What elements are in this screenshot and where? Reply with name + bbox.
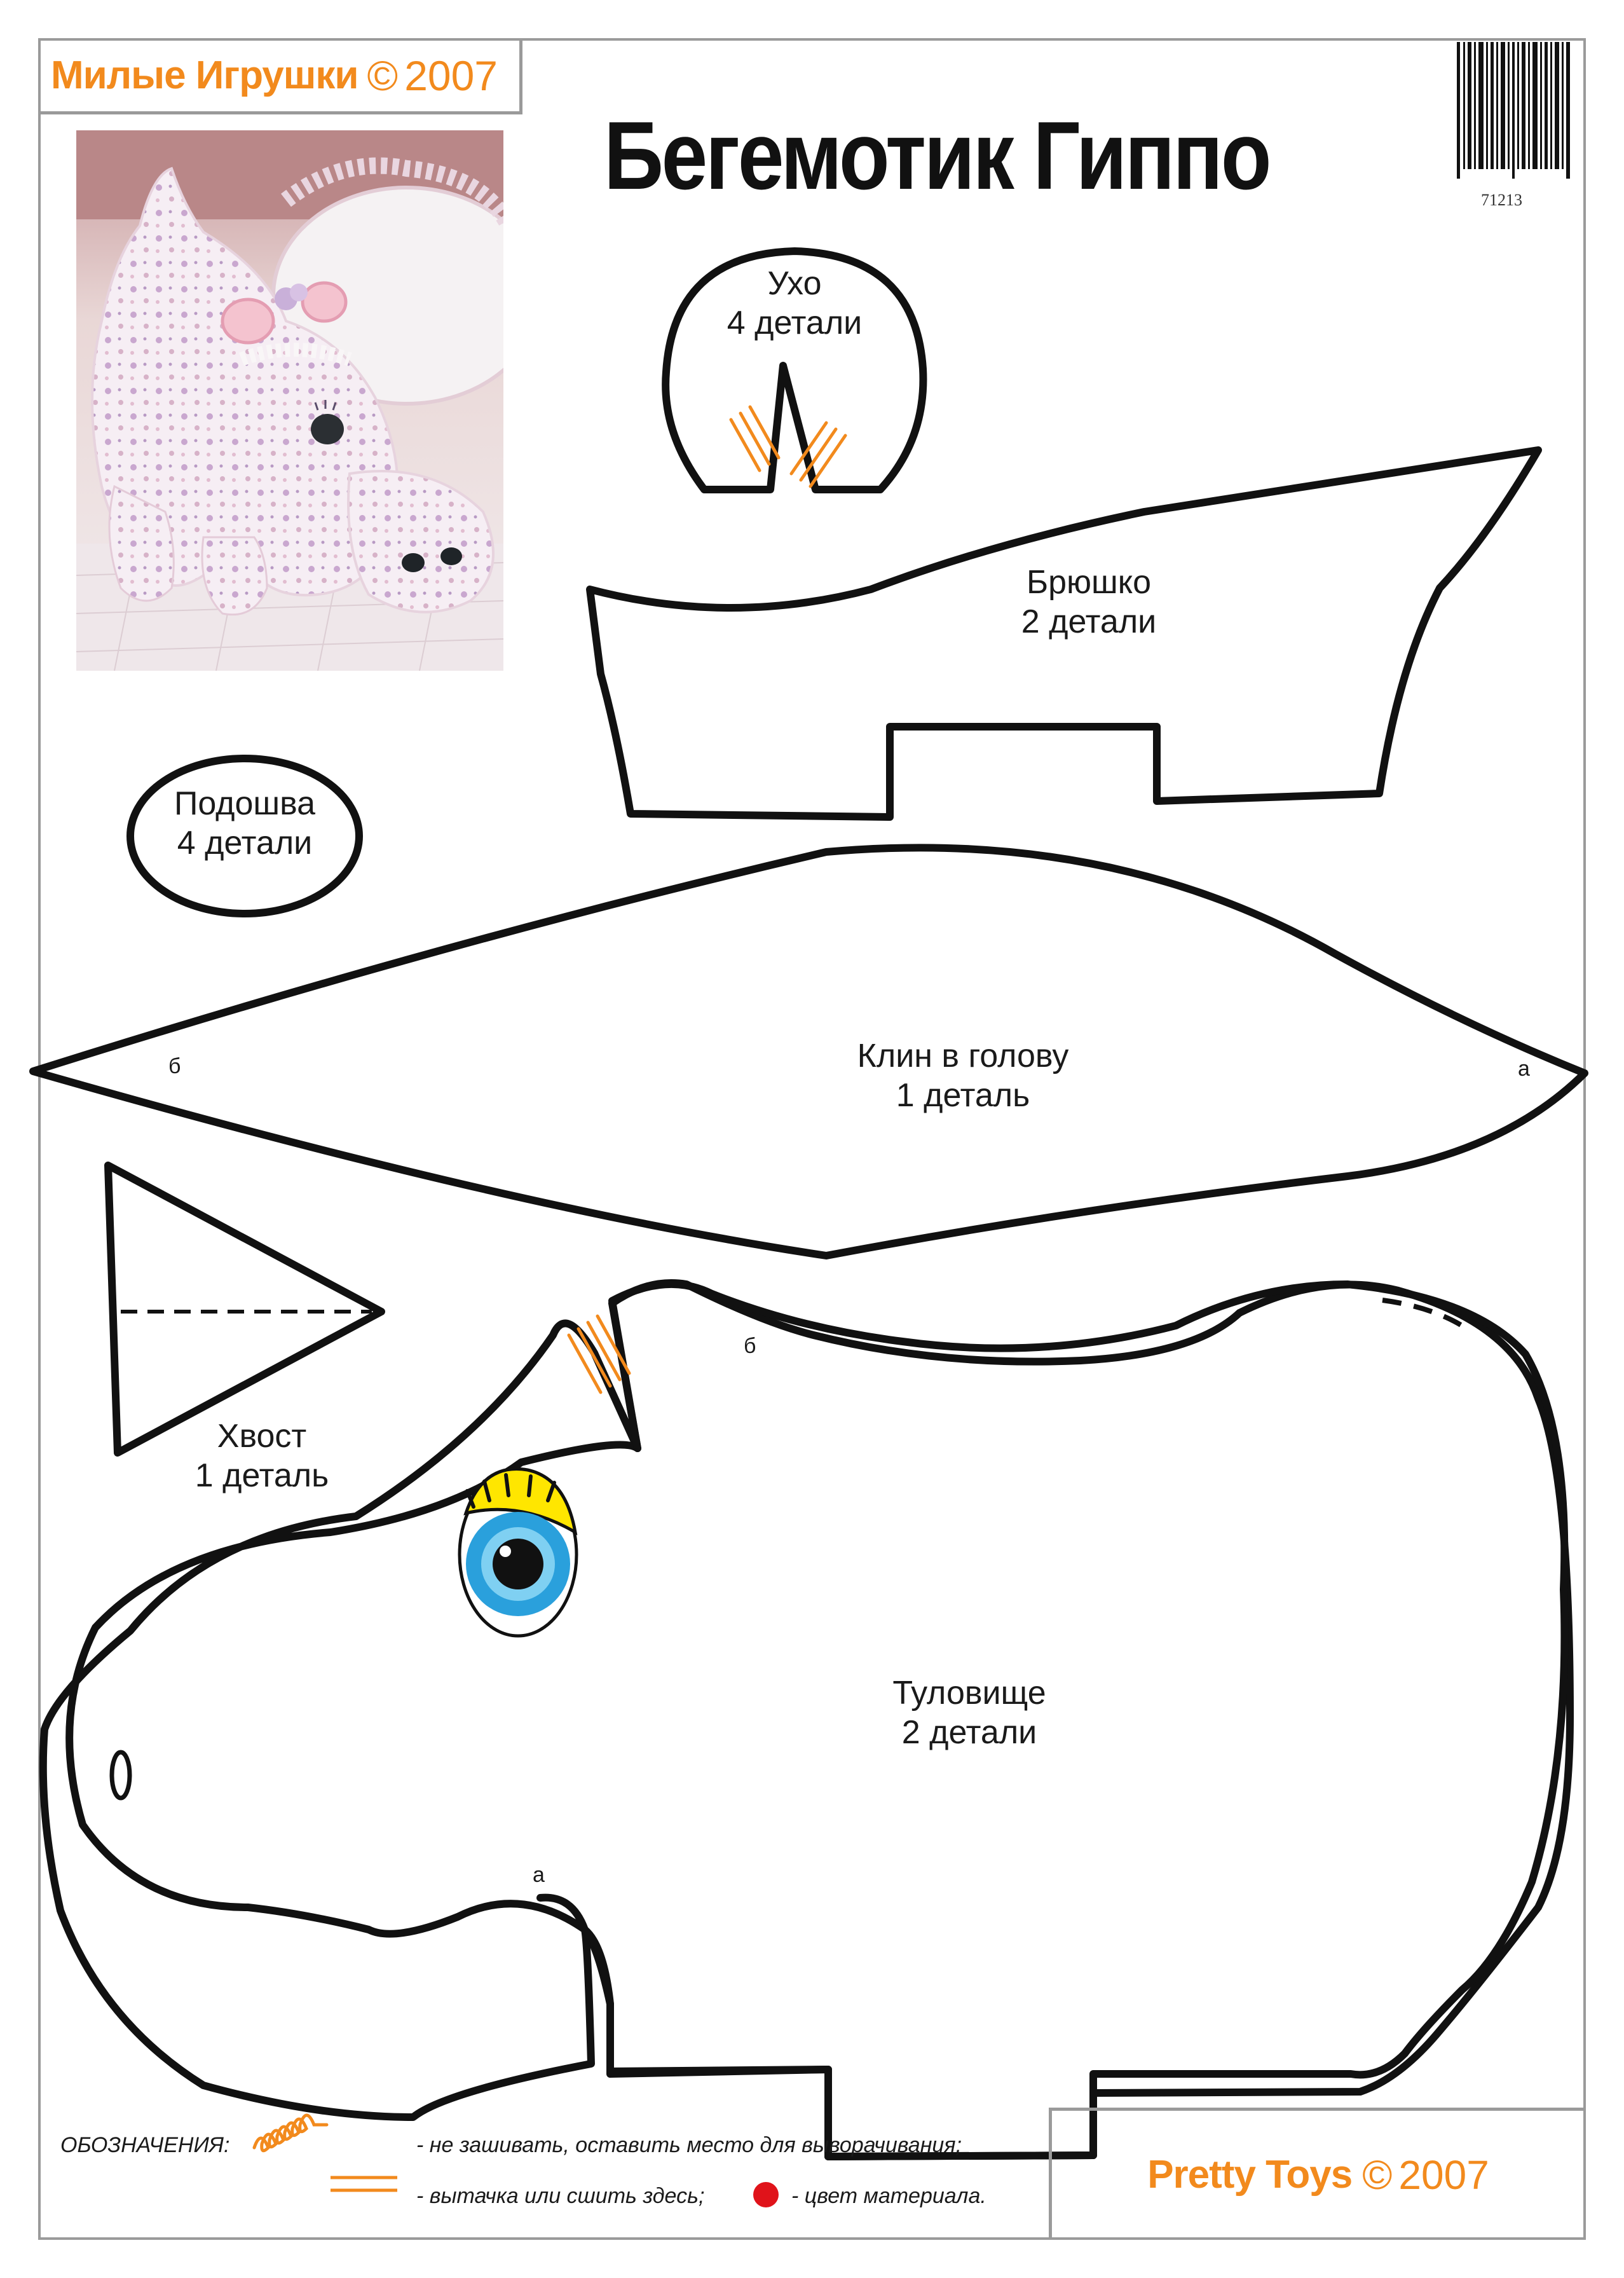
ear-piece-outline — [662, 247, 927, 493]
eye-icon — [458, 1467, 578, 1638]
ear-label: Ухо 4 детали — [727, 264, 862, 343]
body-piece-main — [536, 1279, 1574, 2160]
footer-brand-name: Pretty Toys — [1147, 2153, 1353, 2197]
brand-name: Милые Игрушки — [51, 53, 359, 97]
belly-name: Брюшко — [1026, 564, 1152, 601]
body-name: Туловище — [892, 1675, 1046, 1712]
belly-piece-outline — [586, 446, 1542, 821]
belly-count: 2 детали — [1021, 603, 1157, 640]
ear-name: Ухо — [767, 265, 822, 302]
footer-brand: Pretty Toys © 2007 — [1049, 2108, 1585, 2239]
footer-copyright-symbol: © — [1362, 2151, 1393, 2198]
body-piece-contour — [582, 1280, 1569, 2160]
ear-count: 4 детали — [727, 305, 863, 341]
copyright-symbol: © — [367, 51, 399, 99]
legend-leave-open: - не зашивать, оставить место для вывора… — [416, 2133, 962, 2157]
sole-count: 4 детали — [177, 825, 313, 861]
body-mark-a: а — [533, 1863, 545, 1887]
body-piece-outline — [39, 1319, 641, 2121]
barcode-icon — [1457, 42, 1570, 179]
head-gusset-name: Клин в голову — [857, 1038, 1069, 1074]
legend-fabric-color: - цвет материала. — [791, 2184, 986, 2208]
body-tail-mark — [1382, 1298, 1464, 1328]
tail-piece-outline — [104, 1162, 385, 1457]
belly-label: Брюшко 2 детали — [1021, 563, 1156, 642]
sole-name: Подошва — [174, 785, 316, 822]
body-count: 2 детали — [901, 1714, 1037, 1751]
page-frame — [38, 38, 1586, 2240]
plush-hippo-photo — [76, 130, 503, 671]
body-mark-b: б — [744, 1334, 756, 1358]
brand-year: 2007 — [404, 51, 498, 99]
page-title: Бегемотик Гиппо — [604, 102, 1272, 210]
body-label: Туловище 2 детали — [892, 1673, 1046, 1752]
head-gusset-outline — [29, 844, 1588, 1259]
legend-loop-icon — [252, 2113, 329, 2153]
tail-label: Хвост 1 деталь — [195, 1417, 329, 1495]
footer-year: 2007 — [1398, 2151, 1489, 2198]
nostril-mark — [109, 1750, 132, 1801]
head-gusset-mark-a: а — [1518, 1057, 1530, 1081]
tail-name: Хвост — [217, 1418, 307, 1455]
legend-dart: - вытачка или сшить здесь; — [416, 2184, 705, 2208]
legend-dart-icon — [331, 2176, 397, 2192]
head-gusset-count: 1 деталь — [896, 1077, 1030, 1114]
barcode-number: 71213 — [1481, 191, 1522, 209]
legend-title: ОБОЗНАЧЕНИЯ: — [60, 2133, 230, 2157]
legend-fabric-color-icon — [753, 2182, 779, 2207]
tail-count: 1 деталь — [194, 1457, 329, 1494]
head-gusset-label: Клин в голову 1 деталь — [857, 1036, 1069, 1115]
head-gusset-mark-b: б — [168, 1054, 181, 1078]
sole-piece-outline — [126, 755, 363, 917]
brand-header: Милые Игрушки © 2007 — [39, 39, 522, 114]
sole-label: Подошва 4 детали — [174, 784, 315, 863]
